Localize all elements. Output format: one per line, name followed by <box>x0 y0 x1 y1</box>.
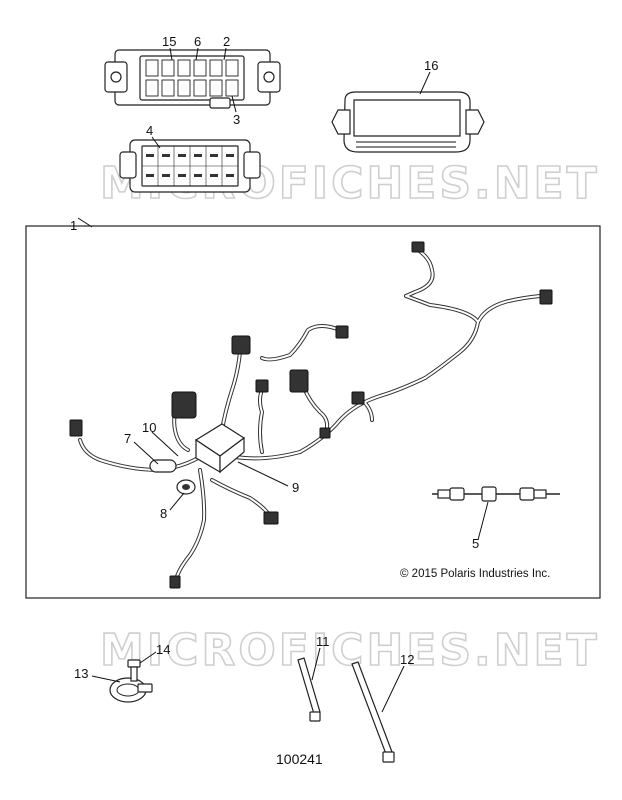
callout-15: 15 <box>162 34 176 49</box>
jumper-harness <box>432 486 560 502</box>
callout-12: 12 <box>400 652 414 667</box>
callout-16: 16 <box>424 58 438 73</box>
wiring-harness <box>69 241 553 589</box>
fuse-box-label-view <box>119 139 261 193</box>
screw <box>127 659 141 682</box>
callout-8: 8 <box>160 506 167 521</box>
callout-5: 5 <box>472 536 479 551</box>
callout-9: 9 <box>292 480 299 495</box>
callout-10: 10 <box>142 420 156 435</box>
callout-3: 3 <box>233 112 240 127</box>
callout-11: 11 <box>316 634 330 649</box>
callout-1: 1 <box>70 218 77 233</box>
cable-tie-short <box>297 657 321 722</box>
callout-14: 14 <box>156 642 170 657</box>
copyright-notice: © 2015 Polaris Industries Inc. <box>400 568 550 580</box>
hose-clamp <box>109 677 153 703</box>
cable-tie-long <box>351 661 395 763</box>
callout-13: 13 <box>74 666 88 681</box>
watermark-bottom: MICROFICHES.NET <box>100 625 600 676</box>
callout-7: 7 <box>124 431 131 446</box>
harness-frame <box>25 225 601 599</box>
callout-6: 6 <box>194 34 201 49</box>
callout-4: 4 <box>146 123 153 138</box>
drawing-number: 100241 <box>276 751 323 767</box>
fuse-box-top-view <box>104 49 281 109</box>
fuse-box-cover <box>331 91 485 153</box>
callout-2: 2 <box>223 34 230 49</box>
